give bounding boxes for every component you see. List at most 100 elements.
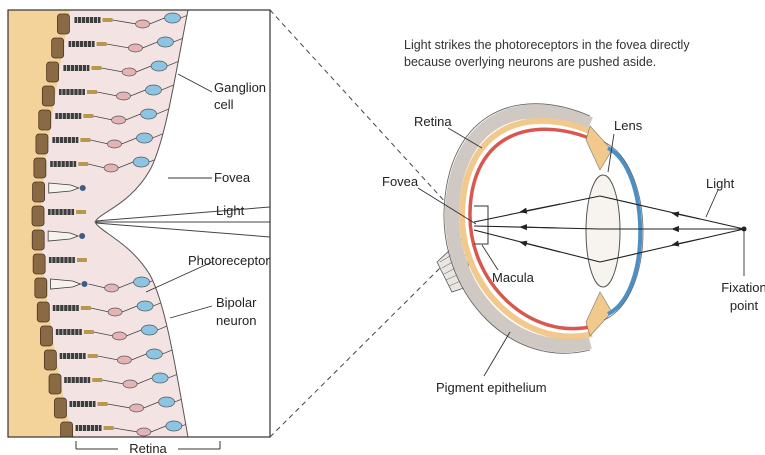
- rod-outer-segment: [60, 353, 86, 359]
- pigment-cell: [44, 350, 56, 370]
- pigment-cell: [36, 134, 48, 154]
- bipolar-cell: [116, 92, 130, 100]
- zoom-guide-lines: [270, 10, 448, 437]
- ganglion-cell: [157, 37, 173, 47]
- pigment-cell: [35, 278, 47, 298]
- bipolar-cell: [128, 44, 142, 52]
- ganglion-cell: [134, 277, 150, 287]
- rod-inner-segment: [97, 402, 107, 406]
- bipolar-cell: [117, 356, 131, 364]
- rod-inner-segment: [88, 354, 98, 358]
- rod-outer-segment: [48, 209, 74, 215]
- bipolar-cell: [108, 308, 122, 316]
- cone-nucleus: [80, 185, 86, 191]
- fixation-point-label-2: point: [730, 298, 759, 313]
- macula-label: Macula: [492, 270, 535, 285]
- bipolar-cell: [122, 68, 136, 76]
- bipolar-neuron-label: Bipolar: [216, 295, 257, 310]
- eye-diagram: Retina Lens Fovea Light Macula Fixation …: [382, 104, 765, 395]
- lens-label: Lens: [614, 118, 643, 133]
- ganglion-cell: [166, 421, 182, 431]
- rod-inner-segment: [80, 138, 90, 142]
- retina-inset: Ganglion cell Fovea Light Photoreceptor …: [8, 2, 270, 455]
- ganglion-cell: [165, 13, 181, 23]
- rod-outer-segment: [55, 113, 81, 119]
- ganglion-cell: [159, 397, 175, 407]
- rod-inner-segment: [78, 162, 88, 166]
- pigment-cell: [33, 182, 45, 202]
- ganglion-cell: [141, 325, 157, 335]
- rod-outer-segment: [64, 377, 90, 383]
- pigment-cell: [61, 422, 73, 442]
- inset-light-label: Light: [216, 203, 245, 218]
- rod-inner-segment: [81, 306, 91, 310]
- lens: [586, 175, 620, 287]
- ganglion-cell: [145, 85, 161, 95]
- bipolar-cell: [104, 164, 118, 172]
- eye-retina-label: Retina: [414, 114, 452, 129]
- rod-outer-segment: [49, 257, 75, 263]
- rod-inner-segment: [102, 18, 112, 22]
- fixation-point-dot: [742, 227, 747, 232]
- pigment-cell: [39, 110, 51, 130]
- rod-outer-segment: [63, 65, 89, 71]
- caption-line-2: because overlying neurons are pushed asi…: [404, 55, 656, 69]
- rod-outer-segment: [59, 89, 85, 95]
- rod-inner-segment: [97, 42, 107, 46]
- bipolar-cell: [112, 332, 126, 340]
- pigment-cell: [42, 86, 54, 106]
- pigment-cell: [49, 374, 61, 394]
- pigment-cell: [37, 302, 49, 322]
- rod-outer-segment: [69, 401, 95, 407]
- bipolar-cell: [123, 380, 137, 388]
- pigment-cell: [40, 326, 52, 346]
- eye-fovea-label: Fovea: [382, 174, 419, 189]
- bipolar-cell: [130, 404, 144, 412]
- rod-inner-segment: [83, 114, 93, 118]
- cone-nucleus: [81, 281, 87, 287]
- rod-outer-segment: [74, 17, 100, 23]
- rod-inner-segment: [91, 66, 101, 70]
- rod-inner-segment: [87, 90, 97, 94]
- ganglion-cell: [137, 301, 153, 311]
- rod-outer-segment: [69, 41, 95, 47]
- rod-inner-segment: [76, 210, 86, 214]
- pigment-cell: [47, 62, 59, 82]
- bipolar-cell: [105, 284, 119, 292]
- rod-outer-segment: [76, 425, 102, 431]
- rod-outer-segment: [50, 161, 76, 167]
- retina-bracket-label: Retina: [129, 441, 167, 455]
- bipolar-cell: [112, 116, 126, 124]
- pigment-cell: [33, 254, 45, 274]
- rod-inner-segment: [77, 258, 87, 262]
- bipolar-cell: [107, 140, 121, 148]
- caption-line-1: Light strikes the photoreceptors in the …: [404, 38, 690, 52]
- rod-inner-segment: [92, 378, 102, 382]
- pigment-cell: [32, 230, 44, 250]
- rod-inner-segment: [84, 330, 94, 334]
- cone-nucleus: [79, 233, 85, 239]
- rod-outer-segment: [52, 137, 78, 143]
- pigment-cell: [52, 38, 64, 58]
- rod-inner-segment: [104, 426, 114, 430]
- eye-light-label: Light: [706, 176, 735, 191]
- ganglion-cell: [141, 109, 157, 119]
- ganglion-cell: [152, 373, 168, 383]
- pigment-epithelium-label: Pigment epithelium: [436, 380, 547, 395]
- ganglion-cell: [133, 157, 149, 167]
- photoreceptor-label: Photoreceptor: [188, 253, 270, 268]
- pigment-cell: [54, 398, 66, 418]
- pigment-cell: [32, 206, 44, 226]
- ganglion-cell: [136, 133, 152, 143]
- bipolar-cell: [136, 20, 150, 28]
- ganglion-cell-label-2: cell: [214, 97, 234, 112]
- ganglion-cell: [151, 61, 167, 71]
- bipolar-neuron-label-2: neuron: [216, 313, 256, 328]
- bipolar-cell: [137, 428, 151, 436]
- ganglion-cell-label: Ganglion: [214, 80, 266, 95]
- inset-fovea-label: Fovea: [214, 170, 251, 185]
- rod-outer-segment: [53, 305, 79, 311]
- fixation-point-label: Fixation: [721, 280, 765, 295]
- pigment-cell: [57, 14, 69, 34]
